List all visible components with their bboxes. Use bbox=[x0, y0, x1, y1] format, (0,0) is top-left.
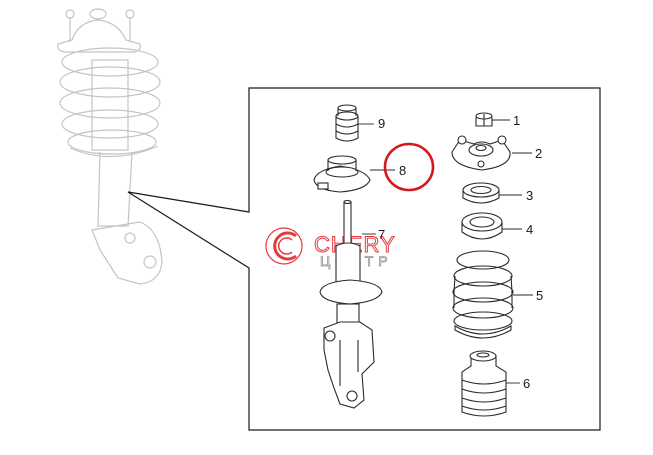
assembled-nut bbox=[89, 8, 107, 20]
spring-coil-3 bbox=[452, 281, 514, 303]
boot-body bbox=[461, 355, 507, 417]
spring-lower-seat bbox=[454, 325, 512, 339]
part-6-dust-boot bbox=[461, 350, 507, 417]
assembled-boot bbox=[91, 59, 129, 151]
callout-8: 8 bbox=[399, 163, 406, 178]
part-2-strut-mount bbox=[451, 135, 511, 171]
bracket-hole-lower bbox=[346, 390, 358, 402]
bearing-inner bbox=[470, 185, 492, 195]
assembled-strut-body bbox=[97, 151, 133, 227]
spring-coil-1 bbox=[456, 250, 510, 270]
boot-top-hole bbox=[476, 352, 490, 358]
callout-9: 9 bbox=[378, 116, 385, 131]
assembled-bracket-bolt bbox=[143, 255, 157, 269]
part-7-strut bbox=[319, 199, 383, 409]
spring-sides bbox=[453, 275, 513, 308]
callout-5: 5 bbox=[536, 288, 543, 303]
assembled-bolt-left bbox=[65, 9, 75, 19]
spring-coil-4 bbox=[452, 297, 514, 319]
watermark-logo: CHERY ЦЕНТР bbox=[265, 227, 395, 269]
bump-stop-top bbox=[335, 111, 359, 121]
strut-lower-spring-seat bbox=[319, 279, 383, 305]
boot-corrugations bbox=[461, 379, 507, 411]
spring-coil-5 bbox=[453, 311, 513, 331]
highlight-circle bbox=[383, 142, 435, 192]
part-5-coil-spring bbox=[452, 250, 514, 339]
bracket-hole-upper bbox=[324, 330, 336, 342]
part-8-upper-spring-seat bbox=[313, 155, 371, 193]
bump-stop-cap bbox=[337, 104, 357, 112]
callout-6: 6 bbox=[523, 376, 530, 391]
assembled-bolt-right bbox=[125, 9, 135, 19]
seat-plate-collar bbox=[325, 166, 359, 178]
logo-c-mark bbox=[273, 231, 297, 261]
mount-center-hole bbox=[475, 144, 487, 152]
part-3-bearing bbox=[462, 182, 500, 204]
assembled-strut-faded bbox=[57, 8, 163, 285]
callout-4: 4 bbox=[526, 222, 533, 237]
bump-stop-ribs bbox=[335, 123, 359, 135]
callout-3: 3 bbox=[526, 188, 533, 203]
assembled-spring-seat bbox=[69, 145, 159, 158]
part-4-spring-insulator bbox=[461, 212, 503, 240]
mount-stud-front bbox=[477, 160, 485, 168]
bump-stop-body bbox=[335, 115, 359, 142]
strut-rod bbox=[343, 201, 352, 247]
seat-plate-tab bbox=[317, 182, 329, 190]
part-9-bump-stop bbox=[335, 104, 359, 142]
callout-2: 2 bbox=[535, 146, 542, 161]
mount-stud-left bbox=[457, 135, 467, 145]
strut-upper-tube bbox=[335, 242, 361, 287]
detail-frame bbox=[127, 87, 601, 431]
logo-ring-outer bbox=[265, 227, 303, 265]
logo-c-inner bbox=[277, 237, 293, 255]
assembled-coil-spring bbox=[59, 47, 161, 155]
strut-knuckle-bracket bbox=[323, 321, 375, 409]
callout-7: 7 bbox=[378, 227, 385, 242]
callout-1: 1 bbox=[513, 113, 520, 128]
part-1-nut bbox=[475, 112, 493, 127]
assembled-top-mount bbox=[57, 19, 141, 53]
seat-plate-top bbox=[327, 155, 357, 165]
spring-coil-2 bbox=[453, 265, 513, 287]
boot-top bbox=[469, 350, 497, 362]
assembled-knuckle-bracket bbox=[91, 221, 163, 285]
mount-stud-right bbox=[497, 135, 507, 145]
assembled-bracket-bolt-upper bbox=[124, 232, 136, 244]
strut-rod-tip bbox=[343, 199, 352, 205]
bracket-ribs bbox=[339, 340, 359, 386]
insulator-inner bbox=[469, 216, 495, 228]
seat-plate-neck bbox=[327, 160, 357, 171]
